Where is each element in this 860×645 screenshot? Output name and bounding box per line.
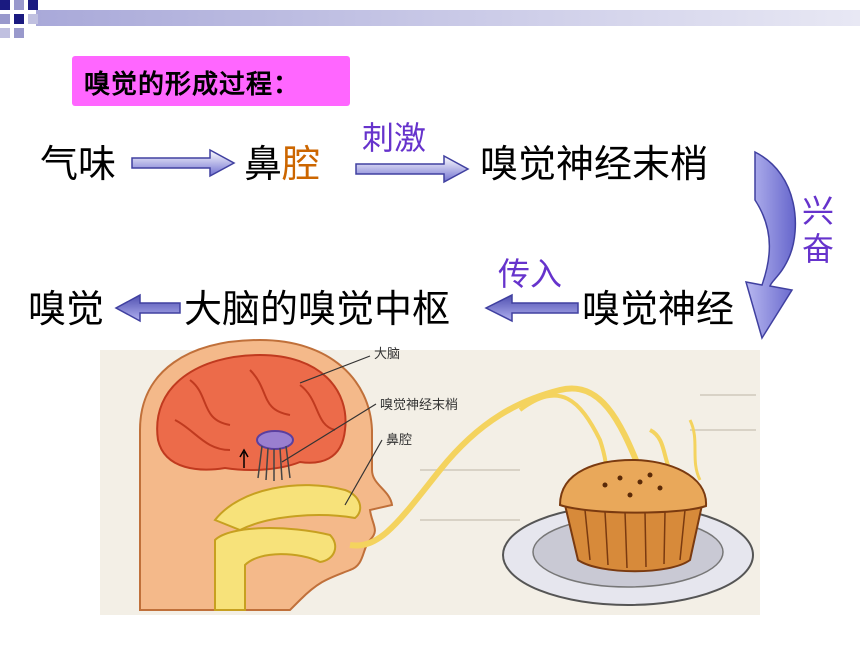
- node-nose: 鼻腔: [244, 145, 320, 183]
- head-icon: [139, 338, 394, 611]
- arrow-odor-to-cavity: [131, 148, 236, 178]
- node-nose-part2: 腔: [282, 142, 321, 186]
- label-leader-lines: [281, 355, 383, 506]
- arrow-nerve-to-center: [484, 293, 579, 323]
- nasal-cavity-icon: [213, 484, 362, 532]
- nerve-endings-icon: [257, 445, 291, 481]
- node-odor: 气味: [40, 142, 117, 186]
- label-excitation-char2: 奋: [801, 230, 834, 269]
- small-up-arrow-icon: [239, 448, 249, 468]
- arrow-cavity-to-nerve-endings: [355, 154, 470, 184]
- header-decoration: [0, 0, 860, 40]
- throat-icon: [214, 527, 337, 611]
- header-gradient-bar: [0, 0, 860, 38]
- node-smell: 嗅觉: [28, 287, 105, 331]
- background-text-lines: [420, 394, 756, 521]
- arrow-center-to-smell: [114, 293, 181, 323]
- label-excitation: 兴 奋: [800, 192, 836, 269]
- title-box: 嗅觉的形成过程：: [72, 56, 350, 106]
- node-brain-olfactory-center: 大脑的嗅觉中枢: [184, 287, 451, 331]
- node-nose-part1: 鼻: [244, 142, 283, 186]
- node-olfactory-nerve: 嗅觉神经: [582, 287, 735, 331]
- cake-icon: [558, 458, 708, 573]
- label-excitation-char1: 兴: [801, 192, 834, 230]
- label-transmit: 传入: [498, 255, 563, 293]
- node-olfactory-nerve-endings: 嗅觉神经末梢: [480, 142, 709, 186]
- label-nasal-cavity: 鼻腔: [386, 432, 412, 448]
- label-brain: 大脑: [374, 347, 400, 362]
- arrow-curved-excitation: [744, 150, 797, 340]
- olfactory-bulb-icon: [256, 430, 294, 450]
- page-title: 嗅觉的形成过程：: [84, 70, 301, 100]
- label-nerve-endings: 嗅觉神经末梢: [380, 398, 458, 413]
- label-stimulate: 刺激: [362, 119, 427, 157]
